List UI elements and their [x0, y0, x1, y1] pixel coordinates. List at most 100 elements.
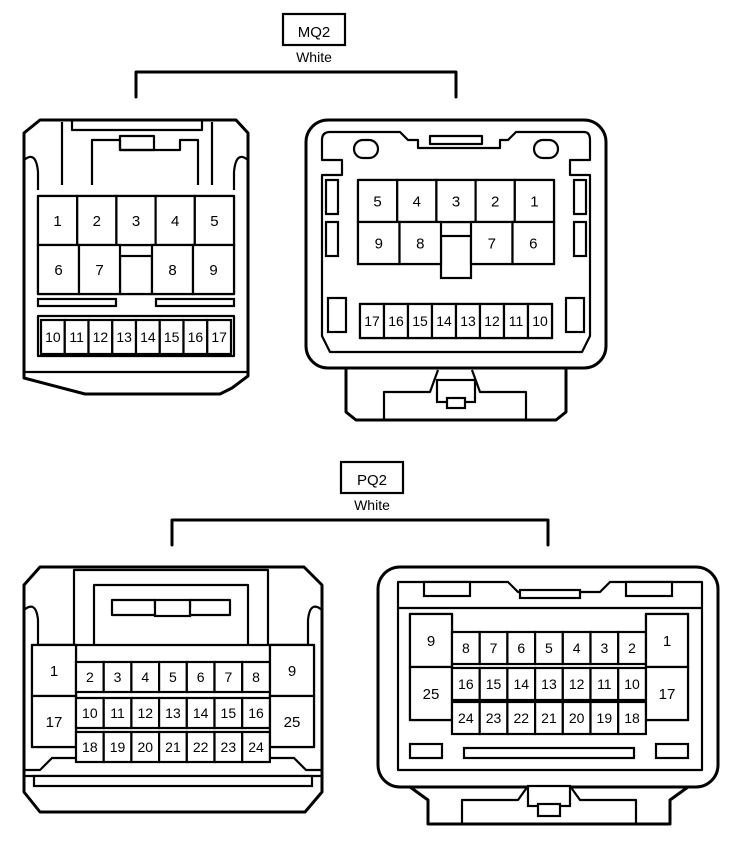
mq2-left-pin-6-cell — [36, 243, 81, 296]
mq2-right-hole-right — [532, 138, 560, 160]
pq2-left-pin-16-cell — [241, 696, 271, 730]
pq2-left-pin-22: 22 — [193, 739, 209, 755]
pq2-right-pin-4: 4 — [573, 640, 581, 656]
mq2-right-pin-2-cell — [474, 178, 516, 224]
mq2-left-pin-2: 2 — [93, 213, 101, 230]
pq2-left-pin-14: 14 — [193, 705, 209, 721]
pq2-left-pin-24-cell — [241, 730, 271, 764]
pq2-color-label: White — [354, 497, 390, 513]
mq2-right-pin-6: 6 — [529, 235, 537, 252]
mq2-left-pin-1: 1 — [53, 213, 61, 230]
pq2-right-pin-14: 14 — [513, 676, 529, 692]
mq2-right-pin-12: 12 — [484, 313, 500, 329]
mq2-left-pin-5-cell — [193, 194, 236, 247]
pq2-right-pin-19-cell — [589, 700, 620, 736]
mq2-left-ear-right — [232, 155, 249, 190]
mq2-left-pin-17: 17 — [211, 329, 227, 345]
mq2-right-pin-10: 10 — [532, 313, 548, 329]
mq2-right-pin-5: 5 — [373, 193, 381, 210]
mq2-left-pin-16: 16 — [188, 329, 204, 345]
mq2-right-key-slot — [439, 234, 473, 280]
mq2-right-pin-16-cell — [382, 302, 410, 340]
pq2-left-pin-16: 16 — [248, 705, 264, 721]
mq2-title: MQ2 — [298, 24, 331, 41]
mq2-left-key-slot — [118, 254, 154, 296]
mq2-left-pin-7-cell — [77, 243, 122, 296]
pq2-left-pin-18: 18 — [82, 739, 98, 755]
pq2-left-pin-4-cell — [130, 660, 161, 694]
pq2-left-pin-7: 7 — [224, 669, 232, 685]
mq2-left-pin-14: 14 — [140, 329, 156, 345]
pq2-right-pin-12: 12 — [569, 676, 585, 692]
pq2-right-rear-tab — [408, 785, 690, 826]
mq2-left-pin-10: 10 — [45, 329, 61, 345]
mq2-left-pin-13: 13 — [116, 329, 132, 345]
pq2-left-pin-6: 6 — [197, 669, 205, 685]
mq2-right-pin-16: 16 — [388, 313, 404, 329]
pq2-left-pin-15: 15 — [221, 705, 237, 721]
pq2-left-pin-17-cell — [30, 694, 78, 749]
mq2-right-pin-6-cell — [511, 220, 556, 266]
mq2-left-pin-7: 7 — [95, 262, 103, 279]
pq2-right-pin-10: 10 — [624, 676, 640, 692]
mq2-left-pin-12: 12 — [93, 329, 109, 345]
mq2-left-lock-key — [118, 134, 156, 152]
pq2-left-pin-17: 17 — [46, 714, 63, 731]
pq2-right-pin-16: 16 — [458, 676, 474, 692]
pq2-right-pin-23: 23 — [486, 710, 502, 726]
pq2-left-pin-11: 11 — [110, 705, 125, 721]
mq2-right-pin-2: 2 — [491, 193, 499, 210]
pq2-left-pin-11-cell — [102, 696, 133, 730]
mq2-bracket — [134, 70, 458, 99]
pq2-left-pin-2: 2 — [86, 669, 94, 685]
mq2-left-pin-6: 6 — [54, 262, 62, 279]
mq2-right-pin-10-cell — [526, 302, 554, 340]
pq2-right-pin-5: 5 — [545, 640, 553, 656]
pq2-right-pin-25: 25 — [423, 686, 440, 703]
pq2-right-pin-17: 17 — [659, 686, 676, 703]
pq2-right-pin-10-cell — [617, 666, 648, 702]
pq2-left-latch-frame — [72, 568, 270, 645]
pq2-left-pin-10: 10 — [82, 705, 98, 721]
pq2-left-pin-7-cell — [213, 660, 244, 694]
pq2-left-pin-21: 21 — [165, 739, 181, 755]
pq2-right-pin-4-cell — [561, 630, 592, 666]
mq2-right-housing — [304, 118, 608, 370]
mq2-left-divider-right — [154, 297, 236, 308]
mq2-right-rear-tab — [344, 366, 568, 422]
mq2-left-divider-left — [36, 297, 118, 308]
pq2-left-pin-23-cell — [213, 730, 244, 764]
mq2-left-lock-tab — [90, 138, 200, 185]
pq2-left-housing — [22, 565, 324, 814]
pq2-left-pin-12-cell — [130, 696, 161, 730]
pq2-right-pin-11: 11 — [597, 676, 612, 692]
pq2-left-pin-21-cell — [158, 730, 188, 764]
mq2-left-pin-8: 8 — [168, 262, 176, 279]
mq2-left-pin-9: 9 — [209, 262, 217, 279]
mq2-left-housing — [22, 118, 250, 396]
pq2-right-pin-2-cell — [617, 630, 648, 666]
pq2-right-pin-9: 9 — [427, 633, 435, 650]
pq2-left-pin-9: 9 — [288, 663, 296, 680]
pq2-left-pin-8: 8 — [252, 669, 260, 685]
pq2-left-lock-key — [153, 598, 192, 618]
pq2-right-pin-24: 24 — [458, 710, 474, 726]
pq2-right-pin-21: 21 — [541, 710, 557, 726]
mq2-left-lower-cavity — [36, 314, 236, 358]
pq2-left-pin-20: 20 — [137, 739, 153, 755]
pq2-right-pin-13: 13 — [541, 676, 557, 692]
pq2-left-pin-24: 24 — [248, 739, 264, 755]
pq2-left-pin-22-cell — [185, 730, 216, 764]
pq2-right-pin-6-cell — [506, 630, 537, 666]
mq2-left-pin-9-cell — [191, 243, 236, 296]
pq2-right-pin-19: 19 — [597, 710, 613, 726]
pq2-right-pin-15: 15 — [486, 676, 502, 692]
pq2-title-box — [339, 460, 405, 495]
